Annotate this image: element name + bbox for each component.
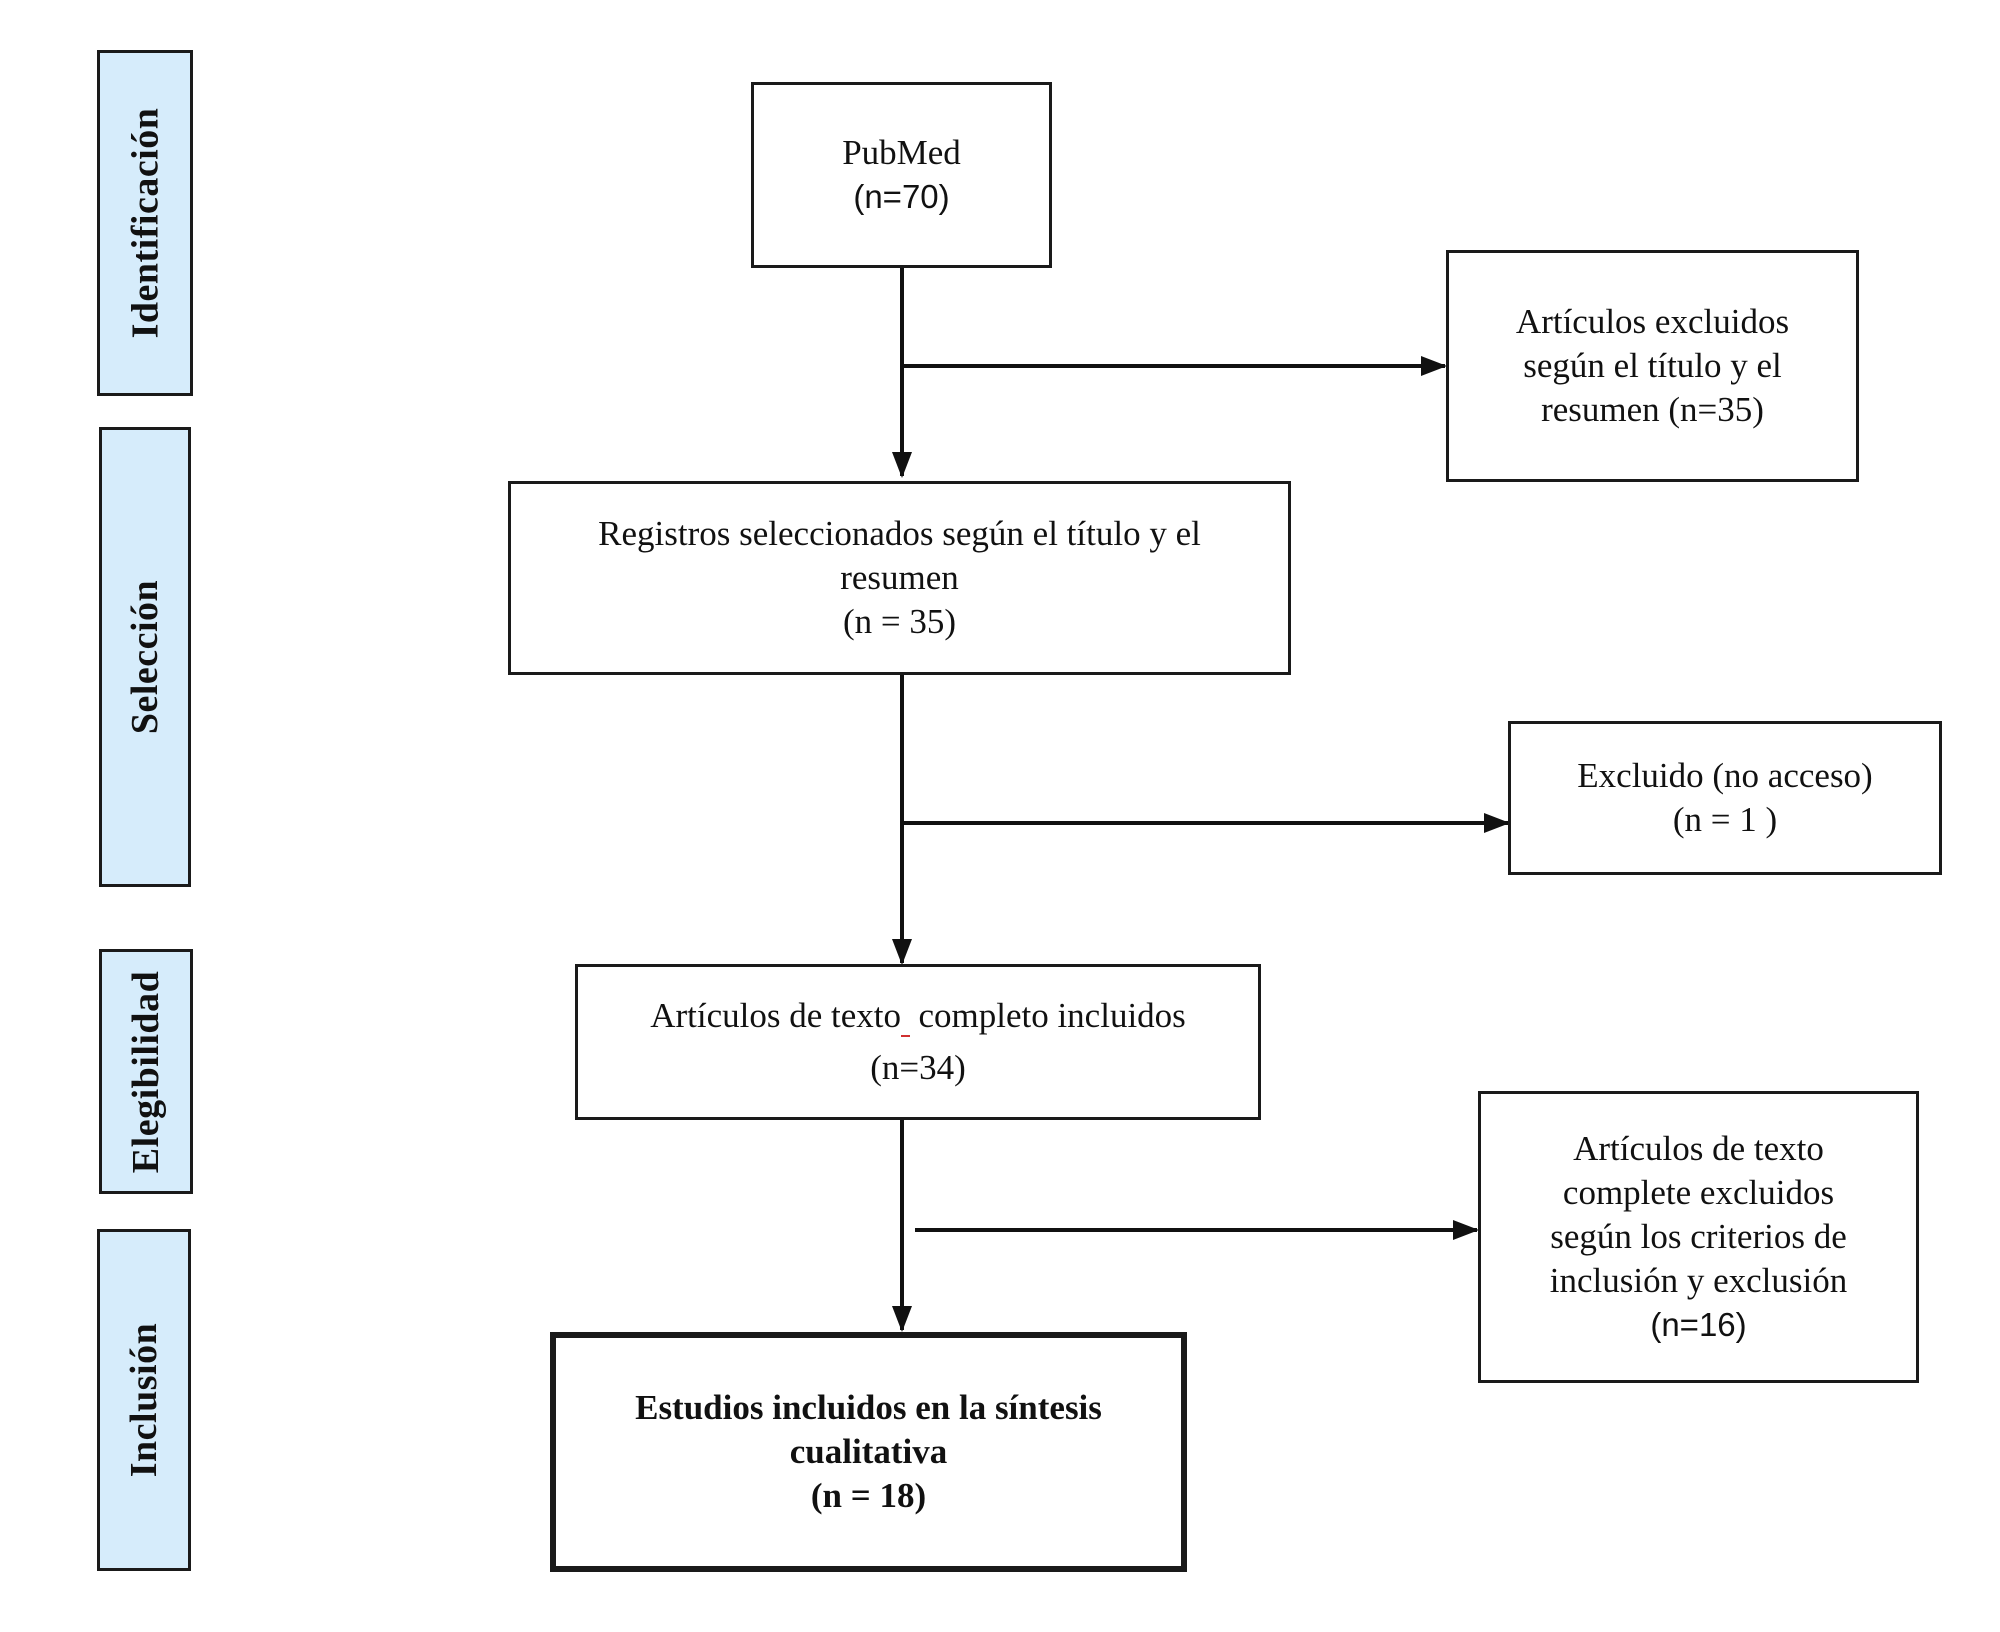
box-excluded-no-access-line1: Excluido (no acceso) [1577, 756, 1873, 795]
box-excluded-title-abstract-line3: resumen (n=35) [1541, 390, 1764, 429]
box-fulltext-excluded-count: (n=16) [1650, 1306, 1747, 1343]
box-pubmed: PubMed (n=70) [751, 82, 1052, 268]
box-fulltext-included: Artículos de texto completo incluidos (n… [575, 964, 1261, 1120]
box-excluded-no-access: Excluido (no acceso) (n = 1 ) [1508, 721, 1942, 875]
stage-elegibilidad-label: Elegibilidad [125, 970, 167, 1173]
box-fulltext-excluded-line1: Artículos de texto [1573, 1129, 1824, 1168]
box-screened-line1: Registros seleccionados según el título … [598, 514, 1201, 553]
box-fulltext-included-count: (n=34) [870, 1048, 966, 1087]
box-fulltext-excluded-line4: inclusión y exclusión [1549, 1261, 1848, 1300]
box-fulltext-excluded-line3: según los criterios de [1550, 1217, 1847, 1256]
box-pubmed-count: (n=70) [853, 178, 950, 215]
stage-inclusion: Inclusión [97, 1229, 191, 1571]
box-final-included-line1: Estudios incluidos en la síntesis [635, 1388, 1102, 1427]
box-excluded-no-access-count: (n = 1 ) [1672, 800, 1778, 839]
box-fulltext-included-line1: Artículos de texto completo incluidos [650, 990, 1186, 1042]
box-final-included-count: (n = 18) [810, 1476, 927, 1515]
stage-seleccion: Selección [99, 427, 191, 887]
box-excluded-title-abstract-line1: Artículos excluidos [1515, 302, 1790, 341]
box-fulltext-excluded: Artículos de texto complete excluidos se… [1478, 1091, 1919, 1383]
box-pubmed-title: PubMed [842, 133, 961, 172]
box-excluded-title-abstract: Artículos excluidos según el título y el… [1446, 250, 1859, 482]
spellcheck-underline [900, 996, 910, 1037]
box-fulltext-excluded-line2: complete excluidos [1562, 1173, 1835, 1212]
stage-identificacion-label: Identificación [124, 107, 166, 339]
box-screened-line2: resumen [840, 558, 959, 597]
box-fulltext-included-line1b: completo incluidos [909, 996, 1186, 1035]
stage-inclusion-label: Inclusión [123, 1322, 165, 1478]
box-screened: Registros seleccionados según el título … [508, 481, 1291, 675]
stage-seleccion-label: Selección [124, 579, 167, 735]
box-excluded-title-abstract-line2: según el título y el [1523, 346, 1782, 385]
box-final-included: Estudios incluidos en la síntesis cualit… [550, 1332, 1187, 1572]
stage-identificacion: Identificación [97, 50, 193, 396]
box-fulltext-included-line1a: Artículos de texto [650, 996, 901, 1035]
box-final-included-line2: cualitativa [789, 1432, 948, 1471]
stage-elegibilidad: Elegibilidad [99, 949, 193, 1194]
box-screened-count: (n = 35) [842, 602, 957, 641]
